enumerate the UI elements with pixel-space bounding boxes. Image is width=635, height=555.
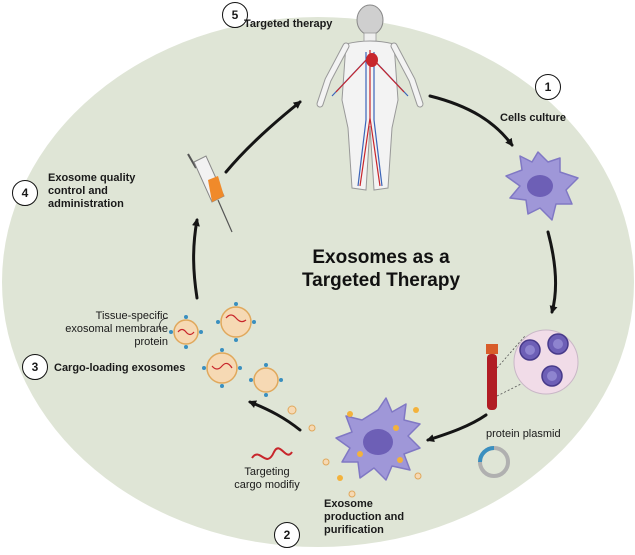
step-4-line-3: administration <box>48 198 124 210</box>
blood-tube-icon <box>486 335 526 410</box>
rna-cargo-icon <box>251 447 293 460</box>
arrow-to-tube <box>546 230 558 314</box>
arrow-to-cells <box>428 94 514 147</box>
step-5-badge: 5 <box>222 2 248 28</box>
human-body-icon <box>316 4 424 191</box>
step-1-label: Cells culture <box>500 112 567 124</box>
cycle-arrows <box>192 94 558 442</box>
step-2-line-2: production and <box>324 511 405 523</box>
step-3-label: Cargo-loading exosomes <box>54 362 186 374</box>
syringe-icon <box>187 153 233 233</box>
step-1-badge: 1 <box>535 74 561 100</box>
cultured-cell-icon <box>505 151 579 221</box>
membrane-protein-line-3: protein <box>134 336 168 348</box>
step-2-badge: 2 <box>274 522 300 548</box>
small-exosomes <box>287 405 422 498</box>
plasmid-icon <box>478 446 510 478</box>
step-3-badge: 3 <box>22 354 48 380</box>
arrow-to-syringe <box>192 218 200 300</box>
membrane-protein-label: Tissue-specific exosomal membrane protei… <box>58 310 168 349</box>
step-2-line-3: purification <box>324 524 384 536</box>
step-4-line-2: control and <box>48 185 108 197</box>
step-4-badge: 4 <box>12 180 38 206</box>
arrow-to-production <box>426 413 488 442</box>
cargo-line-1: Targeting <box>244 466 290 478</box>
cargo-line-2: cargo modifiy <box>234 479 300 491</box>
loaded-exosomes <box>158 302 283 397</box>
arrow-to-cargo <box>248 400 302 432</box>
protein-plasmid-label: protein plasmid <box>486 428 561 440</box>
diagram-title: Exosomes as a Targeted Therapy <box>276 246 486 292</box>
step-2-line-1: Exosome <box>324 498 373 510</box>
background-ellipse <box>2 17 634 547</box>
magnified-cells-icon <box>513 329 579 395</box>
step-4-line-1: Exosome quality <box>48 172 136 184</box>
membrane-protein-line-1: Tissue-specific <box>95 310 168 322</box>
title-line-1: Exosomes as a <box>312 247 450 268</box>
step-5-label: Targeted therapy <box>244 18 333 30</box>
cargo-label: Targeting cargo modifiy <box>226 466 308 492</box>
step-2-label: Exosome production and purification <box>324 498 404 537</box>
step-4-label: Exosome quality control and administrati… <box>48 172 135 211</box>
exosome-producing-cell-icon <box>335 397 421 481</box>
arrow-to-human <box>224 100 302 174</box>
title-line-2: Targeted Therapy <box>301 270 461 291</box>
membrane-protein-line-2: exosomal membrane <box>65 323 168 335</box>
